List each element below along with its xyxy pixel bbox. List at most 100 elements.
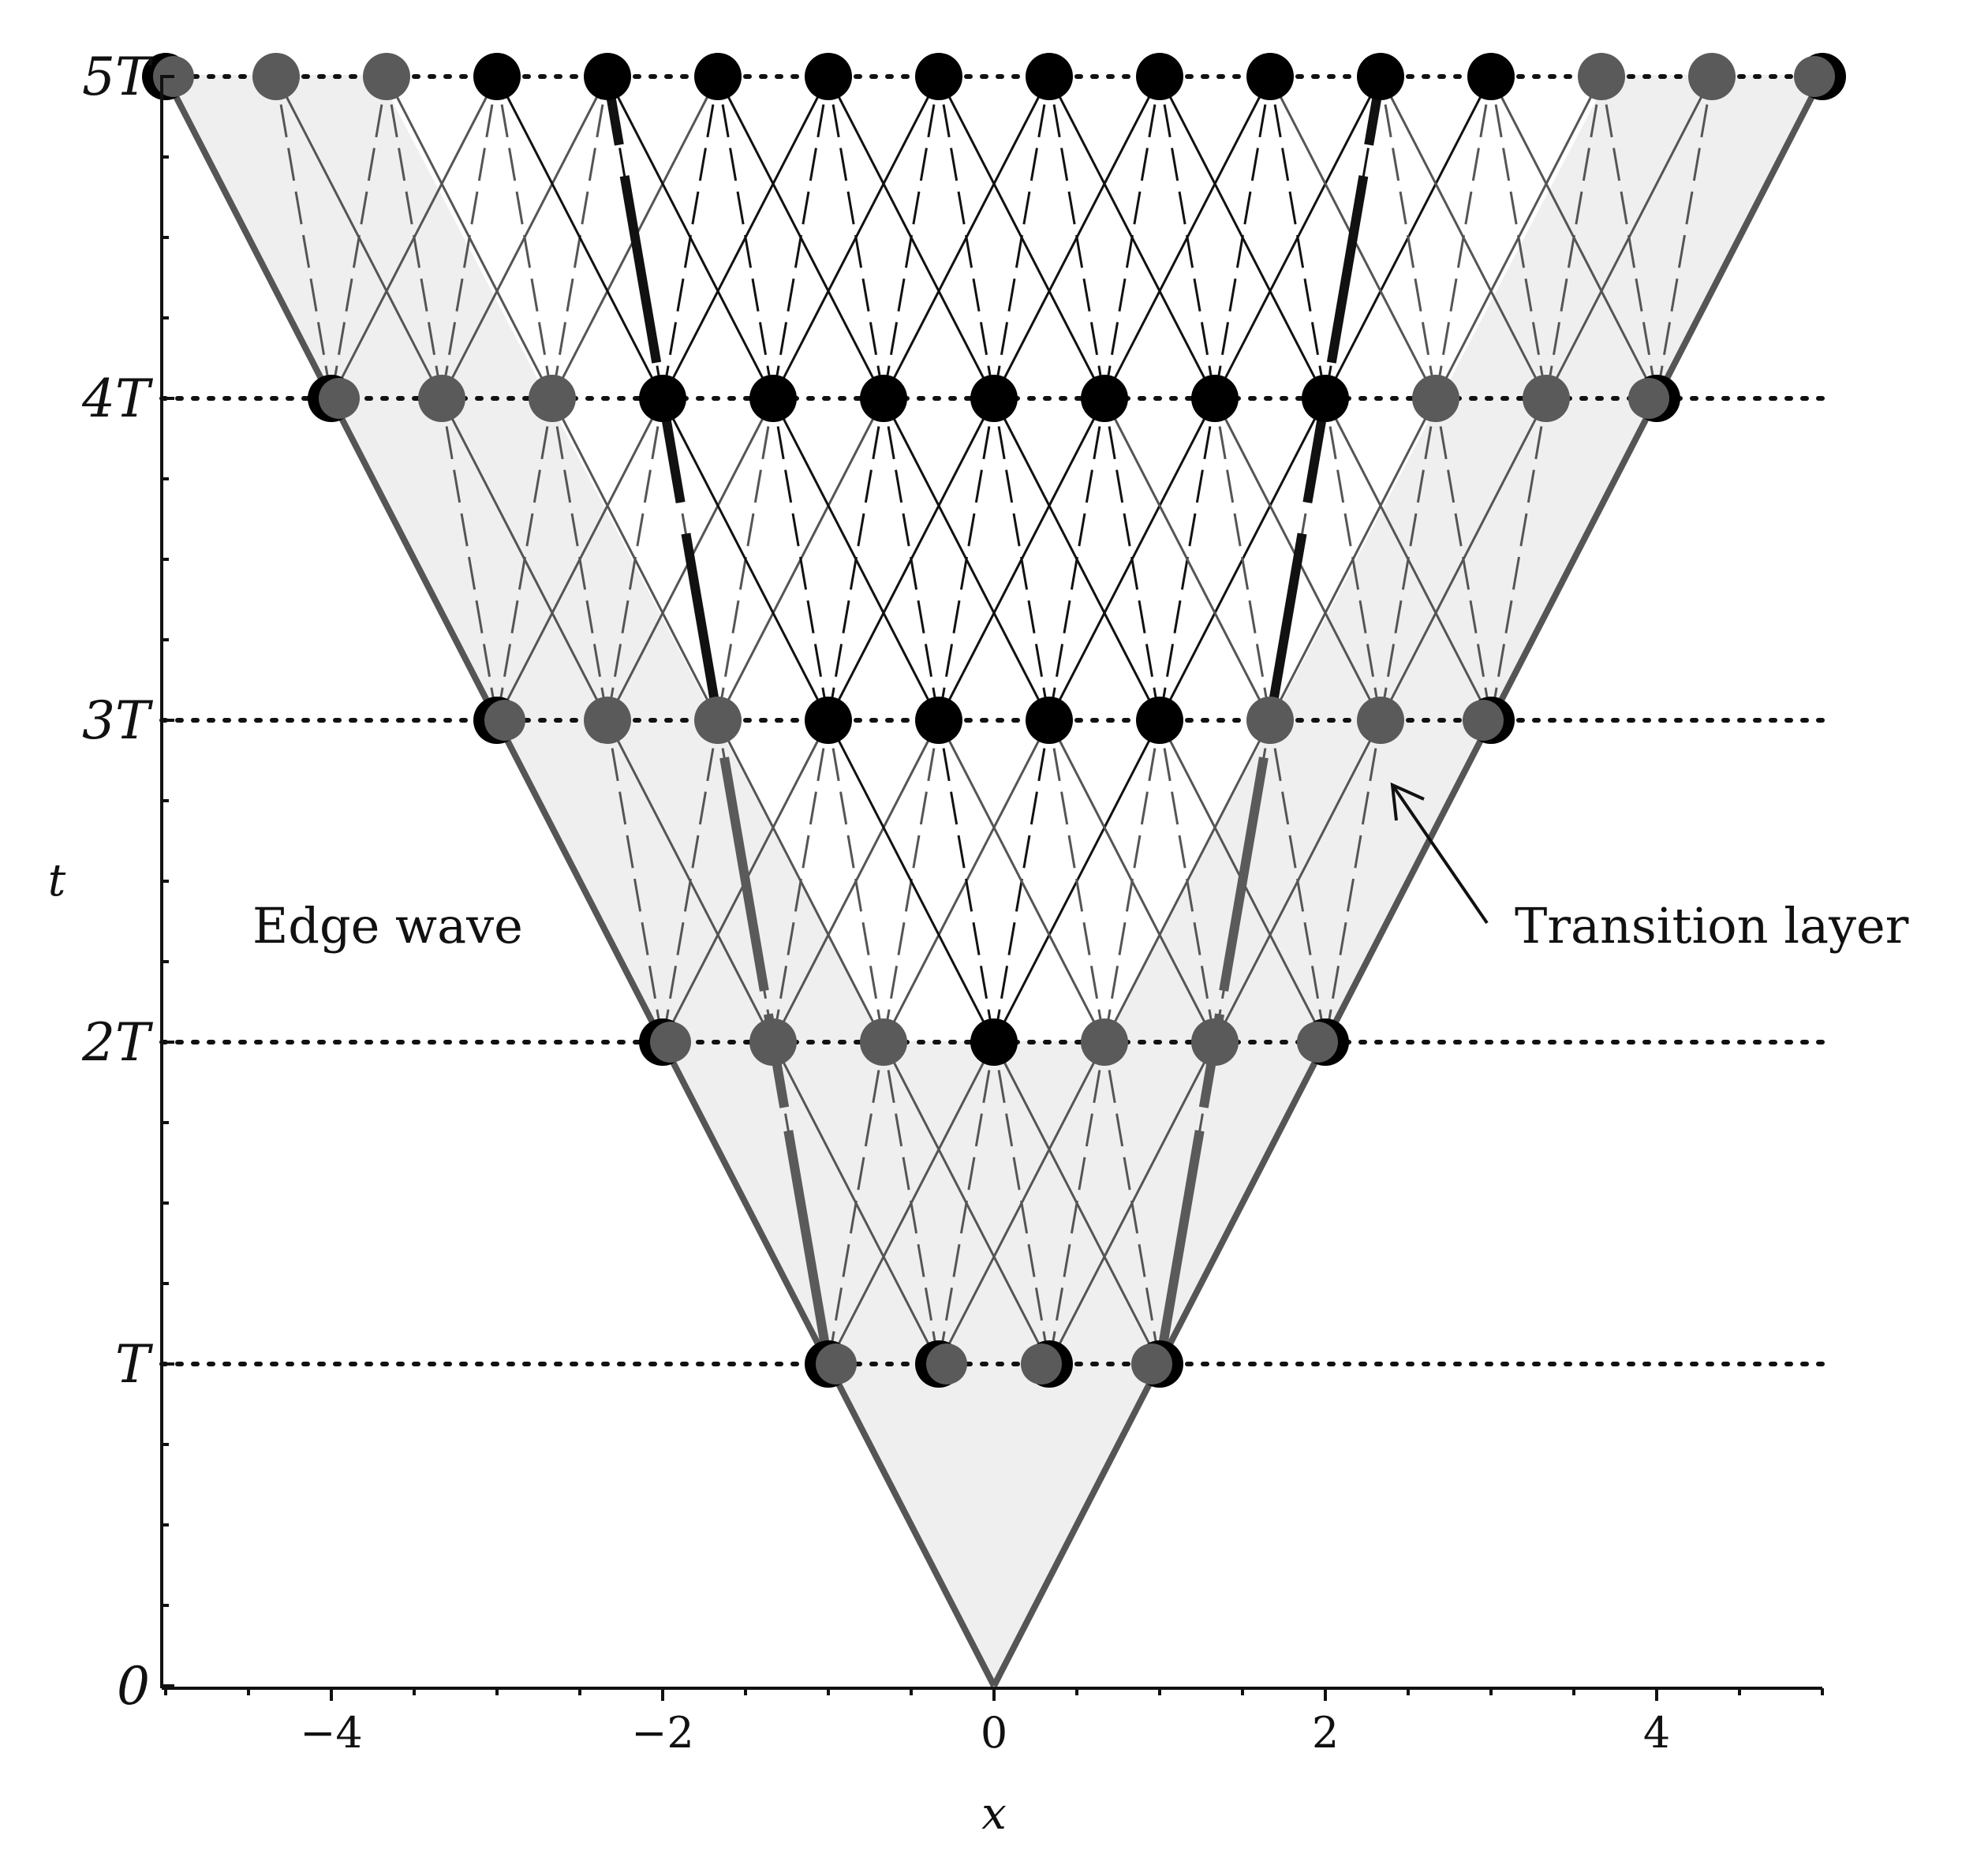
black-node — [473, 53, 521, 100]
gray-node-overlay — [650, 1022, 691, 1063]
gray-node-overlay — [816, 1343, 857, 1385]
characteristic-segment — [1048, 719, 1106, 1043]
black-node — [915, 697, 962, 744]
x-tick-label-3: 2 — [1312, 1708, 1339, 1758]
characteristic-segment — [937, 76, 1106, 399]
gray-node — [1688, 53, 1736, 100]
characteristic-segment — [772, 398, 830, 721]
characteristic-segment — [1379, 76, 1548, 399]
characteristic-segment — [1158, 76, 1216, 399]
characteristic-segment — [1269, 719, 1327, 1043]
characteristic-segment — [275, 76, 443, 399]
edge-wave-label: Edge wave — [252, 897, 523, 955]
black-node — [584, 53, 631, 100]
black-node — [970, 1018, 1018, 1066]
gray-node — [1523, 375, 1570, 422]
black-node — [1081, 375, 1128, 422]
characteristic-segment — [440, 398, 609, 721]
characteristic-segment — [716, 76, 775, 399]
axis-ticks — [162, 75, 1824, 1701]
gray-node-overlay — [319, 378, 360, 419]
y-axis-title: t — [48, 855, 66, 906]
characteristic-segment — [992, 398, 1161, 721]
characteristic-segment — [937, 719, 1106, 1043]
black-node — [1246, 53, 1294, 100]
y-tick-label-1: T — [115, 1334, 154, 1395]
characteristic-segment — [606, 76, 775, 399]
gray-node-overlay — [926, 1343, 967, 1385]
black-node — [1136, 53, 1183, 100]
gray-node — [1246, 697, 1294, 744]
characteristic-segment — [495, 76, 554, 399]
characteristic-segment — [1213, 398, 1272, 721]
characteristic-segment — [1324, 719, 1382, 1043]
characteristic-segment — [606, 719, 775, 1043]
characteristic-segment — [882, 398, 940, 721]
characteristic-segment — [1489, 76, 1548, 399]
black-node — [639, 375, 686, 422]
characteristic-segment — [1048, 719, 1216, 1043]
x-tick-label-1: −2 — [631, 1708, 694, 1758]
characteristic-segment — [1103, 398, 1161, 721]
characteristic-segment — [551, 398, 609, 721]
black-node — [749, 375, 797, 422]
outer-cone-shade — [828, 1364, 1160, 1686]
gray-node-overlay — [1628, 378, 1669, 419]
characteristic-segment — [1489, 76, 1658, 399]
characteristic-segment — [882, 1041, 1051, 1365]
characteristic-segment — [772, 398, 940, 721]
characteristic-segment — [1048, 76, 1216, 399]
gray-node — [1357, 697, 1404, 744]
black-node — [805, 53, 852, 100]
gray-node — [584, 697, 631, 744]
characteristic-segment — [1655, 76, 1713, 399]
characteristic-segment — [1379, 76, 1437, 399]
characteristic-segment — [661, 398, 830, 721]
gray-node — [749, 1018, 797, 1066]
black-node — [915, 53, 962, 100]
characteristic-segment — [992, 398, 1051, 721]
black-node — [970, 375, 1018, 422]
characteristic-segment — [827, 76, 996, 399]
characteristic-lines — [163, 75, 1825, 1687]
black-node — [805, 697, 852, 744]
characteristic-segment — [827, 719, 996, 1043]
characteristic-segment — [1600, 76, 1658, 399]
gray-node-overlay — [484, 700, 525, 741]
characteristic-segment — [937, 76, 996, 399]
gray-node-overlay — [1021, 1343, 1062, 1385]
characteristic-segment — [1489, 398, 1548, 721]
characteristic-segment — [606, 719, 664, 1043]
gray-node — [694, 697, 742, 744]
y-tick-labels: 0 T 2T 3T 4T 5T — [81, 47, 154, 1717]
characteristic-segment — [1324, 398, 1382, 721]
x-tick-labels: −4 −2 0 2 4 — [300, 1708, 1670, 1758]
y-tick-label-3: 3T — [82, 690, 154, 751]
black-node — [1357, 53, 1404, 100]
gray-node — [529, 375, 576, 422]
gray-node — [252, 53, 300, 100]
characteristic-segment — [937, 719, 996, 1043]
gray-node — [860, 1018, 907, 1066]
gray-node — [418, 375, 465, 422]
black-node — [1026, 697, 1073, 744]
characteristic-segment — [1434, 398, 1493, 721]
gray-node — [1191, 1018, 1239, 1066]
characteristic-segment — [827, 719, 885, 1043]
x-tick-label-4: 4 — [1643, 1708, 1670, 1758]
characteristic-segment — [1324, 398, 1493, 721]
black-node — [1136, 697, 1183, 744]
characteristic-segment — [495, 76, 664, 399]
characteristic-segment — [1103, 1041, 1161, 1365]
characteristic-segment — [440, 398, 499, 721]
lattice-nodes — [142, 53, 1846, 1388]
x-axis-title: x — [981, 1788, 1007, 1840]
gray-node-overlay — [1297, 1022, 1338, 1063]
gray-node-overlay — [1794, 56, 1835, 97]
black-node — [1302, 375, 1349, 422]
black-node — [860, 375, 907, 422]
transition-layer-arrow — [1390, 782, 1489, 925]
characteristic-segment — [275, 76, 333, 399]
gray-node — [363, 53, 410, 100]
